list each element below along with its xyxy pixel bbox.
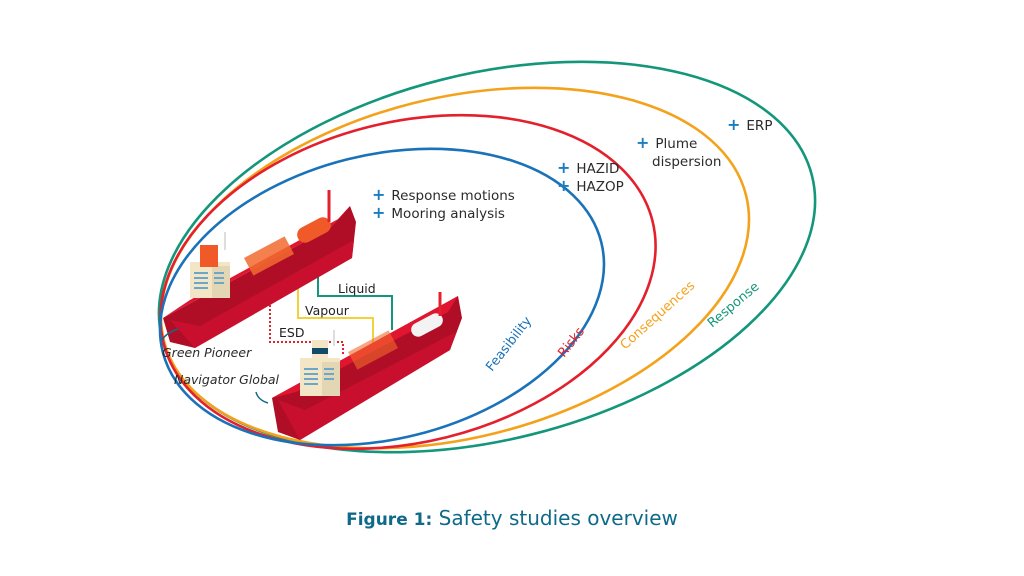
- plus-icon: +: [727, 115, 740, 134]
- svg-text:+Plume: + Plume: [636, 133, 697, 152]
- feasibility-items: + Response motions + Mooring analysis: [372, 185, 515, 222]
- windows: [194, 272, 224, 289]
- item-erp: ERP: [746, 118, 772, 134]
- item-hazop: HAZOP: [576, 179, 623, 195]
- funnel-band: [312, 348, 328, 354]
- item-response-motions: Response motions: [391, 188, 514, 204]
- plus-icon: +: [372, 185, 385, 204]
- plus-icon: +: [372, 203, 385, 222]
- item-dispersion: dispersion: [652, 154, 721, 170]
- funnel: [200, 245, 218, 267]
- svg-text:+HAZOP: + HAZOP: [557, 176, 624, 195]
- svg-text:+Response motions: + Response motions: [372, 185, 515, 204]
- risks-items: + HAZID + HAZOP: [557, 158, 624, 195]
- liquid-line: [317, 272, 393, 330]
- figure-caption: Figure 1: Safety studies overview: [0, 506, 1024, 530]
- plus-icon: +: [557, 176, 570, 195]
- ring-label-consequences: Consequences: [618, 278, 699, 353]
- cargo-tank: [297, 217, 331, 243]
- item-plume: Plume: [655, 136, 697, 152]
- windows: [304, 368, 334, 385]
- ship-green-pioneer: [163, 190, 356, 348]
- hull-side: [278, 332, 456, 440]
- esd-line: [269, 305, 344, 355]
- liquid-label: Liquid: [338, 281, 376, 296]
- ship-name-navigator-global: Navigator Global: [174, 372, 280, 387]
- ring-label-response: Response: [705, 279, 762, 331]
- svg-text:+HAZID: + HAZID: [557, 158, 619, 177]
- ring-label-feasibility: Feasibility: [483, 314, 535, 375]
- deck-equipment: [243, 236, 295, 276]
- svg-text:+ERP: + ERP: [727, 115, 772, 134]
- hull-side: [170, 240, 354, 348]
- esd-label: ESD: [279, 325, 304, 340]
- navigator-global-arrow: [255, 391, 269, 404]
- svg-text:+Mooring analysis: + Mooring analysis: [372, 203, 505, 222]
- caption-prefix: Figure 1:: [346, 510, 433, 530]
- rings: [157, 60, 817, 454]
- consequences-items: + Plume dispersion: [636, 133, 721, 170]
- transfer-lines: [269, 272, 393, 355]
- vapour-label: Vapour: [305, 303, 350, 318]
- vapour-line: [297, 280, 374, 345]
- ring-response: [157, 60, 817, 454]
- ship-navigator-global: [272, 292, 462, 440]
- cargo-tank: [411, 313, 443, 337]
- item-mooring-analysis: Mooring analysis: [391, 206, 505, 222]
- deck-equipment: [347, 330, 399, 370]
- plus-icon: +: [557, 158, 570, 177]
- ring-feasibility: [158, 147, 606, 447]
- response-items: + ERP: [727, 115, 772, 134]
- green-pioneer-arrow: [161, 328, 179, 341]
- item-hazid: HAZID: [576, 161, 619, 177]
- caption-title: Safety studies overview: [438, 506, 678, 530]
- ring-risks: [159, 113, 657, 451]
- ship-name-green-pioneer: Green Pioneer: [162, 345, 252, 360]
- plus-icon: +: [636, 133, 649, 152]
